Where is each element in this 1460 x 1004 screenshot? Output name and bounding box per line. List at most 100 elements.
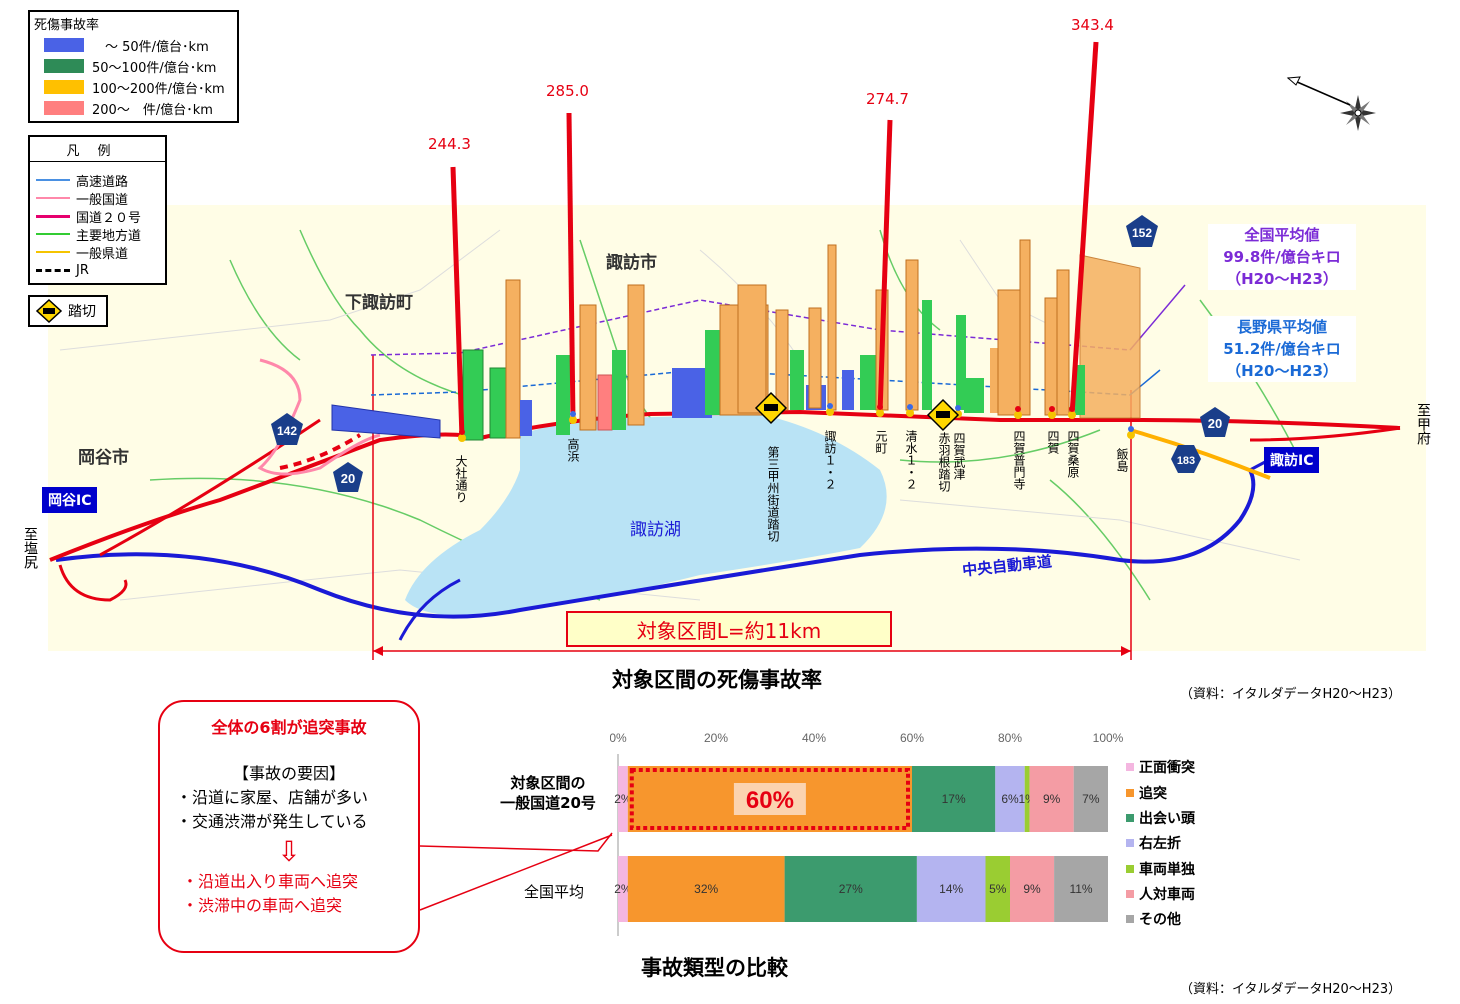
pref-avg-value: 51.2件/億台キロ [1223,340,1341,358]
expressway-line-swatch [36,179,70,181]
rate-legend-title: 死傷事故率 [34,18,100,33]
highlight-label-bg [733,783,806,815]
rate-legend-item: 50～100件/億台･km [44,57,216,76]
bar-segment-出会い頭 [912,766,996,832]
target-section-label: 対象区間L=約11km [566,611,892,647]
national-avg-title: 全国平均値 [1244,226,1320,244]
chart-category-label: 全国平均 [523,883,584,901]
callout-pointer-top [419,832,613,852]
legend-label: 車両単独 [1139,862,1195,878]
railway-crossing-icon [926,398,960,432]
bar-data-label: 9% [1043,792,1061,806]
road-label: 一般県道 [76,246,129,262]
legend-swatch [1126,890,1134,898]
lake-suwa [405,414,887,616]
callout-factor: ・沿道に家屋、店舗が多い [176,788,369,807]
main-road-swatch [36,233,70,235]
rate-legend-item: 200～ 件/億台･km [44,99,213,118]
intersection-label: 第三甲州街道踏切 [766,446,780,542]
pref-road-swatch [36,251,70,253]
railway-crossing-legend: 踏切 [28,295,108,327]
intersection-label: 四賀普門寺 [1012,430,1026,490]
route-number: 20 [1208,416,1222,431]
legend-label: 出会い頭 [1139,811,1195,827]
accident-rate-legend: 死傷事故率 ～ 50件/億台･km 50～100件/億台･km 100～200件… [28,10,239,123]
peak-value-label: 343.4 [1071,16,1114,34]
peak-bar-shigakuwabara [1069,41,1099,416]
bar-data-label: 2% [614,792,632,806]
legend-swatch [1126,865,1134,873]
route-number: 183 [1177,455,1195,467]
bar-data-label: 2% [614,882,632,896]
direction-west-label: 至塩尻 [22,527,38,569]
legend-label: 追突 [1139,786,1167,802]
road-label: 一般国道 [76,192,129,208]
rate-bars [331,239,1141,441]
callout-pointer-bottom [419,834,613,911]
map-source: （資料：イタルダデータH20～H23） [1180,687,1402,702]
intersection-label: 四賀武津 [952,432,966,480]
rate-label: 100～200件/億台･km [92,81,225,97]
chart-caption: 事故類型の比較 [641,956,788,980]
rate-swatch [44,101,84,115]
legend-label: 正面衝突 [1139,760,1195,776]
chart-legend-item: 追突 [1126,784,1167,802]
chart-legend-item: その他 [1126,910,1181,928]
callout-factors-title: 【事故の要因】 [232,764,345,783]
intersection-label: 大社通り [454,455,468,503]
peak-value-label: 244.3 [428,135,471,153]
okaya-ic-label: 岡谷IC [42,487,98,513]
callout-result: ・沿道出入り車両へ追突 [182,872,359,891]
legend-swatch [1126,915,1134,923]
road-legend-item: JR [36,262,160,278]
peak-bars [450,41,1099,439]
x-tick-label: 100% [1093,731,1124,745]
bar-segment-その他 [1073,766,1108,832]
railway-crossing-icon [35,298,63,324]
x-tick-label: 60% [900,731,924,745]
peak-value-label: 285.0 [546,82,589,100]
bar-segment-正面衝突 [618,766,628,832]
intersection-label: 清水１・２ [904,430,918,490]
compass-rose-icon [1286,76,1376,131]
road-label: 主要地方道 [76,228,142,244]
category-line: 対象区間の [510,774,586,792]
shimosuwa-label: 下諏訪町 [345,293,413,313]
bar-data-label: 11% [1069,882,1092,896]
legend-label: 人対車両 [1139,887,1195,903]
peak-bar-motomachi [877,119,893,414]
national-road-swatch [36,197,70,199]
highlight-frame [629,768,911,830]
intersection-label: 赤羽根踏切 [937,432,951,492]
legend-swatch [1126,789,1134,797]
bar-segment-その他 [1054,856,1108,922]
rate-swatch [44,59,84,73]
rail-legend-label: 踏切 [68,304,96,320]
legend-label: 右左折 [1139,836,1181,852]
lake-suwa-label: 諏訪湖 [630,520,681,540]
chart-legend: 正面衝突 追突 出会い頭 右左折 車両単独 人対車両 その他 [1124,752,1216,932]
bar-segment-出会い頭 [784,856,917,922]
rate-swatch [44,80,84,94]
intersection-label: 諏訪１・２ [823,430,837,490]
legend-swatch [1126,763,1134,771]
road-legend-item: 一般国道 [36,190,160,208]
map-caption: 対象区間の死傷事故率 [612,668,822,692]
chart-legend-item: 車両単独 [1126,860,1195,878]
intersection-label: 飯島 [1115,448,1129,472]
peak-bar-daishadori [450,166,465,439]
road-legend: 凡例 高速道路 一般国道 国道２０号 主要地方道 一般県道 JR [28,135,167,285]
road-legend-item: 高速道路 [36,172,160,190]
bar-segment-右左折 [995,766,1025,832]
chart-legend-item: 出会い頭 [1126,809,1195,827]
pref-avg-title: 長野県平均値 [1236,318,1327,336]
national-avg-value: 99.8件/億台キロ [1223,248,1341,266]
rear-end-callout: 全体の6割が追突事故 【事故の要因】 ・沿道に家屋、店舗が多い ・交通渋滞が発生… [158,700,420,953]
intersection-label: 元町 [874,430,888,454]
route152-line [1129,428,1271,480]
road-legend-item: 一般県道 [36,244,160,262]
route-183-shield: 183 [1170,444,1202,478]
route-20-shield: 20 [1199,406,1231,442]
chart-source: （資料：イタルダデータH20～H23） [1180,982,1402,997]
chart-legend-item: 正面衝突 [1126,758,1195,776]
